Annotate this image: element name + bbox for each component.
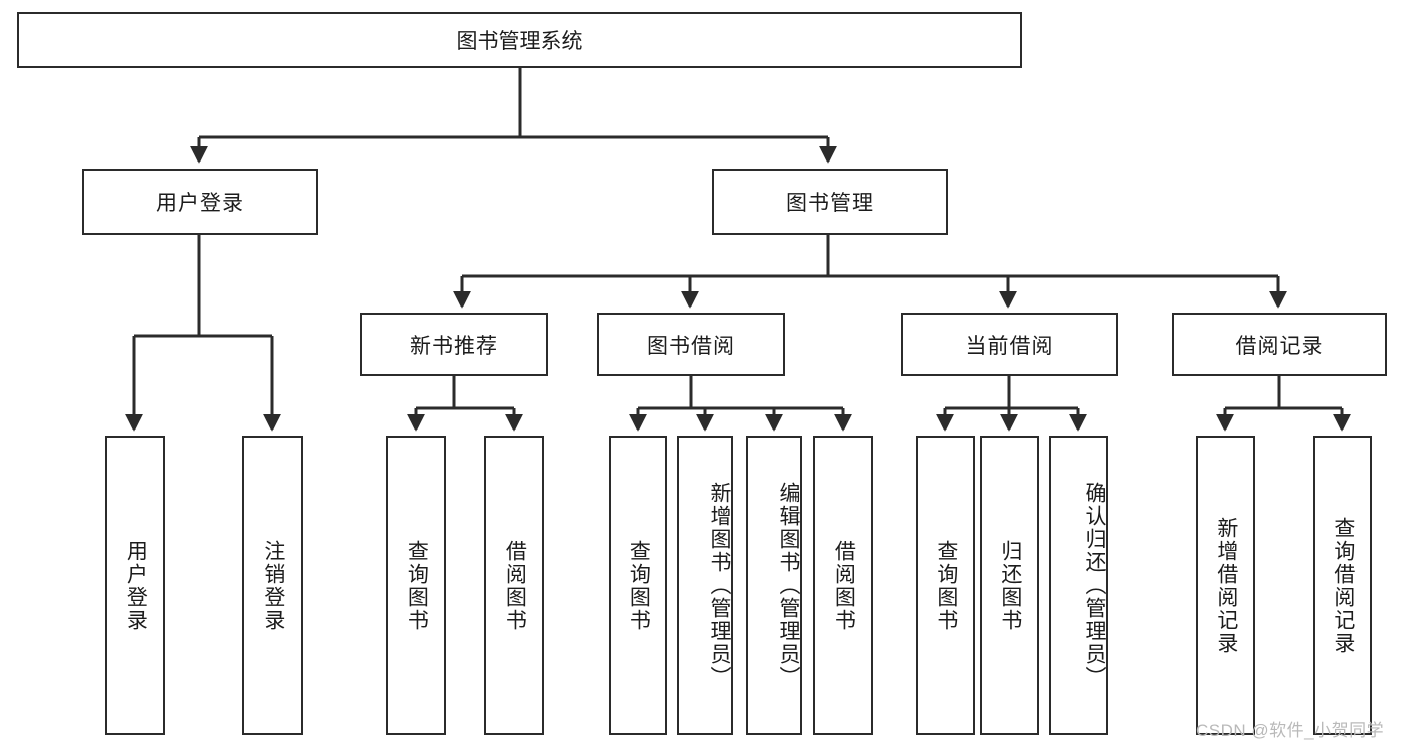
node-current-borrow-label: 当前借阅 <box>965 334 1054 358</box>
node-leaf-edit-book-admin[interactable]: 编辑图书（管理员） <box>746 436 802 735</box>
node-leaf-borrow-book[interactable]: 借阅图书 <box>813 436 873 735</box>
node-root-label: 图书管理系统 <box>456 30 583 53</box>
node-leaf-label: 新增图书（管理员） <box>708 482 731 689</box>
node-leaf-label: 查询图书 <box>627 539 651 632</box>
node-leaf-add-book-admin[interactable]: 新增图书（管理员） <box>677 436 733 735</box>
node-leaf-label: 编辑图书（管理员） <box>777 482 800 689</box>
node-borrow-record[interactable]: 借阅记录 <box>1172 313 1387 376</box>
node-leaf-label: 借阅图书 <box>832 539 856 632</box>
node-leaf-label: 归还图书 <box>998 539 1022 632</box>
node-leaf-user-login[interactable]: 用户登录 <box>105 436 165 735</box>
node-book-borrow[interactable]: 图书借阅 <box>597 313 785 376</box>
node-leaf-query-borrow-record[interactable]: 查询借阅记录 <box>1313 436 1372 735</box>
node-leaf-confirm-return-admin[interactable]: 确认归还（管理员） <box>1049 436 1108 735</box>
node-leaf-label: 借阅图书 <box>503 539 527 632</box>
node-leaf-label: 新增借阅记录 <box>1214 516 1238 655</box>
node-leaf-logout[interactable]: 注销登录 <box>242 436 303 735</box>
node-book-management[interactable]: 图书管理 <box>712 169 948 235</box>
node-user-login-label: 用户登录 <box>156 192 244 215</box>
node-user-login[interactable]: 用户登录 <box>82 169 318 235</box>
node-leaf-return-book[interactable]: 归还图书 <box>980 436 1039 735</box>
node-new-book-recommend[interactable]: 新书推荐 <box>360 313 548 376</box>
node-borrow-record-label: 借阅记录 <box>1235 334 1324 358</box>
node-leaf-label: 用户登录 <box>124 539 148 632</box>
node-leaf-label: 注销登录 <box>261 539 285 632</box>
node-current-borrow[interactable]: 当前借阅 <box>901 313 1118 376</box>
node-leaf-query-book-borrow[interactable]: 查询图书 <box>609 436 667 735</box>
node-leaf-label: 查询图书 <box>405 539 429 632</box>
node-book-borrow-label: 图书借阅 <box>647 334 735 358</box>
node-leaf-query-book-rec[interactable]: 查询图书 <box>386 436 446 735</box>
node-leaf-label: 确认归还（管理员） <box>1083 482 1106 689</box>
node-root[interactable]: 图书管理系统 <box>17 12 1022 68</box>
node-leaf-label: 查询图书 <box>934 539 958 632</box>
node-new-book-recommend-label: 新书推荐 <box>410 334 498 358</box>
node-book-management-label: 图书管理 <box>786 192 874 215</box>
node-leaf-add-borrow-record[interactable]: 新增借阅记录 <box>1196 436 1255 735</box>
node-leaf-query-book-current[interactable]: 查询图书 <box>916 436 975 735</box>
node-leaf-borrow-book-rec[interactable]: 借阅图书 <box>484 436 544 735</box>
node-leaf-label: 查询借阅记录 <box>1331 516 1355 655</box>
csdn-watermark: CSDN @软件_小贺同学 <box>1196 721 1385 740</box>
